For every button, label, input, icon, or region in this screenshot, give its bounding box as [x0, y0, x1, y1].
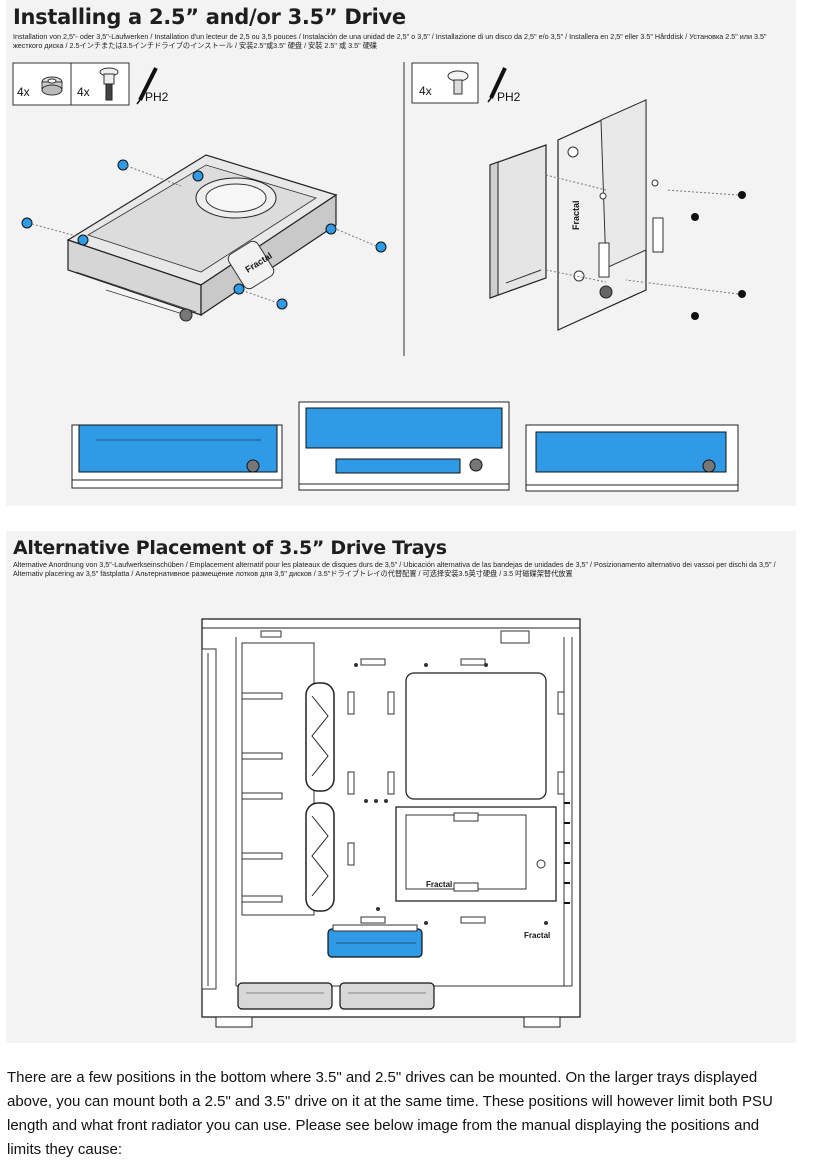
left-quantity-1: 4x — [17, 85, 30, 99]
small-screw-icon — [447, 70, 469, 95]
chassis-logo: Fractal — [524, 931, 550, 940]
tray-logo-right: Fractal — [571, 200, 581, 230]
left-screws — [21, 159, 387, 310]
panel-logo: Fractal — [426, 880, 452, 889]
section-subtitle-install-drive: Installation von 2,5"- oder 3,5"-Laufwer… — [13, 32, 767, 51]
right-tool-label: PH2 — [497, 90, 521, 104]
left-quantity-2: 4x — [77, 85, 90, 99]
screwdriver-icon — [136, 67, 158, 105]
section-subtitle-alternative-placement: Alternative Anordnung von 3,5"-Laufwerks… — [13, 560, 776, 579]
left-blue-grommets — [77, 170, 337, 295]
cpu-cutout-panel: Fractal — [395, 806, 557, 902]
drive-bracket: Fractal — [557, 99, 664, 331]
right-screws — [545, 174, 746, 320]
hdd-isometric: Fractal — [66, 154, 338, 322]
tray-view-2 — [298, 401, 510, 491]
grommet-icon — [41, 76, 63, 96]
cutout-window — [405, 672, 547, 800]
bottom-drive-trays — [237, 982, 435, 1010]
right-parts-box: 4x PH2 — [411, 62, 521, 104]
front-ribs — [564, 802, 570, 904]
mount-holes — [347, 658, 565, 925]
tray-view-1 — [71, 424, 283, 489]
drive-install-illustration: 4x 4x PH2 — [12, 62, 746, 492]
tray-view-3 — [525, 424, 739, 492]
ssd-drive — [489, 144, 547, 299]
left-parts-box: 4x 4x PH2 — [12, 62, 169, 106]
body-paragraph: There are a few positions in the bottom … — [7, 1069, 773, 1158]
section-title-install-drive: Installing a 2.5” and/or 3.5” Drive — [13, 5, 406, 29]
alternative-tray-blue — [327, 924, 423, 958]
right-quantity: 4x — [419, 84, 432, 98]
left-tool-label: PH2 — [145, 90, 169, 104]
cable-grommet-bottom — [305, 802, 335, 912]
install-drive-panel: Installing a 2.5” and/or 3.5” Drive Inst… — [6, 0, 796, 506]
chassis-side-illustration: Fractal — [201, 618, 581, 1028]
screw-icon — [99, 67, 119, 101]
drive-cage-left — [241, 642, 315, 916]
alternative-placement-panel: Alternative Placement of 3.5” Drive Tray… — [6, 531, 796, 1043]
screwdriver-icon — [487, 67, 507, 103]
cable-grommet-top — [305, 682, 335, 792]
section-title-alternative-placement: Alternative Placement of 3.5” Drive Tray… — [13, 537, 447, 559]
